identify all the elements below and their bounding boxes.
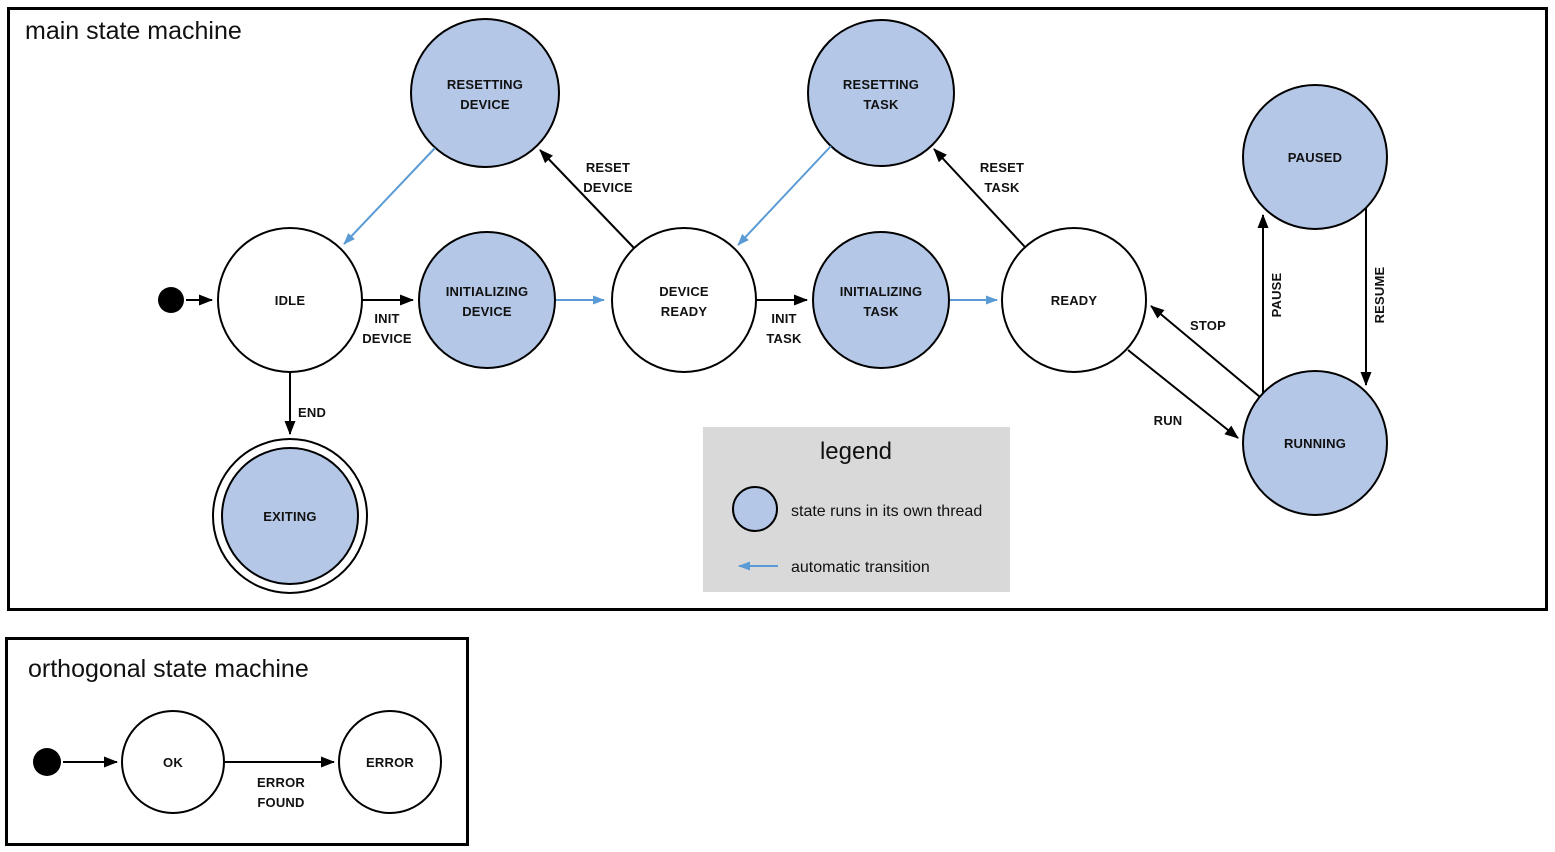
state-initializing-device-label-line2: DEVICE bbox=[462, 304, 512, 319]
state-error: ERROR bbox=[338, 710, 442, 814]
transition-error-found-label-line2: FOUND bbox=[257, 795, 304, 810]
main-state-machine-panel: main state machine IDLE RESETTING DEVICE… bbox=[7, 7, 1548, 611]
state-exiting-circle bbox=[221, 447, 359, 585]
transition-end: END bbox=[284, 372, 326, 435]
orthogonal-machine-title: orthogonal state machine bbox=[28, 655, 309, 683]
state-error-circle bbox=[338, 710, 442, 814]
state-ready-label: READY bbox=[1051, 293, 1098, 308]
transition-resume-label: RESUME bbox=[1372, 266, 1387, 323]
transition-reset-task-label-line2: TASK bbox=[984, 180, 1020, 195]
state-initializing-task-label-line1: INITIALIZING bbox=[840, 284, 923, 299]
state-resetting-task-label-line1: RESETTING bbox=[843, 77, 919, 92]
transition-reset-device-label-line2: DEVICE bbox=[583, 180, 633, 195]
transition-init-device: INIT DEVICE bbox=[362, 294, 414, 346]
main-machine-border bbox=[7, 7, 1548, 611]
state-initializing-task-label-line2: TASK bbox=[863, 304, 899, 319]
transition-init-task-label-line1: INIT bbox=[771, 311, 796, 326]
transition-stop: STOP bbox=[1150, 305, 1261, 398]
state-ok: OK bbox=[121, 710, 225, 814]
transition-resume: RESUME bbox=[1360, 208, 1387, 386]
transition-init-task-label-line2: TASK bbox=[766, 331, 802, 346]
state-initializing-task: INITIALIZING TASK bbox=[812, 231, 950, 369]
transition-reset-task-arrow bbox=[933, 148, 1026, 248]
main-machine-title: main state machine bbox=[25, 17, 242, 45]
transition-run-arrow bbox=[1127, 349, 1239, 439]
state-paused: PAUSED bbox=[1242, 84, 1388, 230]
state-device-ready-label-line1: DEVICE bbox=[659, 284, 709, 299]
orthogonal-initial-state-dot bbox=[33, 748, 61, 776]
transition-error-found-label-line1: ERROR bbox=[257, 775, 305, 790]
state-device-ready-circle bbox=[611, 227, 757, 373]
transition-init-device-label-line2: DEVICE bbox=[362, 331, 412, 346]
legend-item-threaded-state-label: state runs in its own thread bbox=[791, 503, 982, 520]
transition-end-label: END bbox=[298, 405, 326, 420]
transition-run-label: RUN bbox=[1154, 413, 1183, 428]
state-resetting-device-label-line1: RESETTING bbox=[447, 77, 523, 92]
legend-title: legend bbox=[820, 438, 892, 465]
legend: legend state runs in its own thread auto… bbox=[703, 427, 1010, 592]
state-paused-circle bbox=[1242, 84, 1388, 230]
state-resetting-task-circle bbox=[807, 19, 955, 167]
transition-stop-label: STOP bbox=[1190, 318, 1226, 333]
state-resetting-task-label-line2: TASK bbox=[863, 97, 899, 112]
transition-init-device-label-line1: INIT bbox=[374, 311, 399, 326]
state-running-circle bbox=[1242, 370, 1388, 516]
transition-auto-resetting-task-to-device-ready bbox=[737, 145, 832, 246]
state-ready: READY bbox=[1001, 227, 1147, 373]
state-resetting-device: RESETTING DEVICE bbox=[410, 18, 560, 168]
legend-item-automatic-transition-label: automatic transition bbox=[791, 559, 930, 576]
state-running: RUNNING bbox=[1242, 370, 1388, 516]
state-ok-label: OK bbox=[163, 755, 183, 770]
transition-pause-label: PAUSE bbox=[1269, 272, 1284, 317]
transition-reset-task-label-line1: RESET bbox=[980, 160, 1024, 175]
state-initializing-device-label-line1: INITIALIZING bbox=[446, 284, 529, 299]
transition-init-task: INIT TASK bbox=[756, 294, 808, 346]
legend-threaded-state-icon bbox=[732, 486, 778, 532]
state-device-ready: DEVICE READY bbox=[611, 227, 757, 373]
transition-reset-device: RESET DEVICE bbox=[539, 149, 635, 249]
state-device-ready-label-line2: READY bbox=[661, 304, 708, 319]
transition-reset-device-arrow bbox=[539, 149, 635, 249]
transition-reset-device-label-line1: RESET bbox=[586, 160, 630, 175]
orthogonal-machine-border bbox=[5, 637, 469, 846]
initial-state-dot bbox=[158, 287, 184, 313]
state-initializing-task-circle bbox=[812, 231, 950, 369]
orthogonal-state-machine-panel: orthogonal state machine OK ERROR FOUND … bbox=[5, 637, 469, 846]
state-exiting-label: EXITING bbox=[263, 509, 316, 524]
state-initializing-device-circle bbox=[418, 231, 556, 369]
state-initializing-device: INITIALIZING DEVICE bbox=[418, 231, 556, 369]
state-error-label: ERROR bbox=[366, 755, 414, 770]
state-resetting-device-circle bbox=[410, 18, 560, 168]
transition-run: RUN bbox=[1127, 349, 1239, 439]
transition-reset-task: RESET TASK bbox=[933, 148, 1026, 248]
transition-stop-arrow bbox=[1150, 305, 1261, 398]
state-resetting-device-label-line2: DEVICE bbox=[460, 97, 510, 112]
state-resetting-task: RESETTING TASK bbox=[807, 19, 955, 167]
state-paused-label: PAUSED bbox=[1288, 150, 1342, 165]
state-ready-circle bbox=[1001, 227, 1147, 373]
state-idle: IDLE bbox=[217, 227, 363, 373]
transition-pause: PAUSE bbox=[1257, 214, 1284, 393]
transition-error-found: ERROR FOUND bbox=[224, 756, 335, 810]
state-idle-label: IDLE bbox=[275, 293, 306, 308]
transition-auto-resetting-device-to-idle bbox=[343, 147, 436, 245]
state-exiting-final: EXITING bbox=[212, 438, 368, 594]
state-running-label: RUNNING bbox=[1284, 436, 1346, 451]
